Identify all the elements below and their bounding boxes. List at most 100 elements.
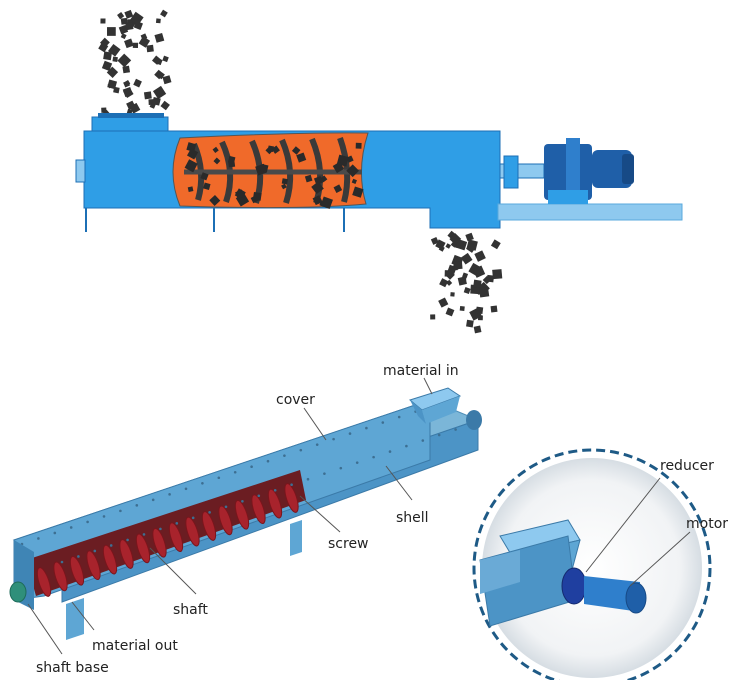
material-particle xyxy=(227,155,236,164)
material-particle xyxy=(281,178,288,185)
bolt xyxy=(315,443,319,446)
label-shell: shell xyxy=(396,510,429,526)
material-particle xyxy=(151,55,162,65)
material-particle xyxy=(490,239,501,250)
bolt xyxy=(266,459,270,463)
material-particle xyxy=(132,42,139,48)
material-particle xyxy=(107,43,121,57)
bolt xyxy=(355,461,359,464)
bolt xyxy=(372,455,375,459)
screw-flight xyxy=(234,499,250,530)
support-leg-3d xyxy=(66,598,84,640)
bolt xyxy=(142,533,146,536)
screw-flight xyxy=(218,505,233,536)
material-particle xyxy=(445,243,452,249)
bolt xyxy=(159,527,162,531)
material-particle xyxy=(155,18,161,24)
material-particle xyxy=(184,159,198,173)
material-particle xyxy=(117,12,125,20)
material-particle xyxy=(462,272,469,279)
material-particle xyxy=(152,96,161,106)
label-material-in: material in xyxy=(383,363,459,379)
bolt xyxy=(109,544,113,547)
inlet-material-particles xyxy=(98,9,172,120)
material-particle xyxy=(100,18,106,24)
material-particle xyxy=(160,100,170,111)
bolt xyxy=(191,516,195,520)
material-particle xyxy=(212,146,219,153)
material-particle xyxy=(445,307,455,317)
bolt xyxy=(233,470,237,474)
bolt xyxy=(224,505,228,509)
bolt xyxy=(168,493,171,496)
label-cover: cover xyxy=(276,392,315,408)
bolt xyxy=(348,432,352,435)
bolt xyxy=(69,526,73,529)
bolt xyxy=(60,560,64,564)
bolt xyxy=(126,538,129,542)
label-screw: screw xyxy=(328,536,369,552)
material-particle xyxy=(430,236,439,245)
material-particle xyxy=(112,56,118,62)
material-particle xyxy=(474,250,486,262)
material-particle xyxy=(101,60,113,71)
detail-motor-end xyxy=(625,582,647,614)
end-cap-left xyxy=(75,159,86,183)
detail-reducer xyxy=(561,567,587,605)
leader-lines xyxy=(27,377,433,655)
material-particle xyxy=(449,233,462,245)
material-particle xyxy=(122,58,127,63)
material-particle xyxy=(252,191,262,201)
screw-flight xyxy=(36,567,52,597)
bolt xyxy=(323,472,326,475)
material-particle xyxy=(446,279,453,286)
material-particle xyxy=(465,232,474,242)
material-particle xyxy=(103,51,113,61)
shaft-base-bearing xyxy=(9,581,27,603)
material-particle xyxy=(203,182,211,190)
bolt xyxy=(86,520,89,524)
leader-motor xyxy=(629,531,691,587)
support-leg-3d xyxy=(290,520,302,556)
material-particle xyxy=(143,91,152,100)
screw-flight xyxy=(284,483,299,513)
bolt xyxy=(102,515,106,518)
material-particle xyxy=(107,27,116,36)
label-reducer: reducer xyxy=(660,458,714,474)
material-particle xyxy=(438,245,445,252)
screw-flight xyxy=(119,539,134,569)
material-particle xyxy=(118,24,129,35)
bolt xyxy=(381,421,385,424)
material-particle xyxy=(124,9,134,19)
material-particle xyxy=(267,145,275,152)
bolt xyxy=(250,465,253,469)
material-particle xyxy=(332,161,345,174)
bolt xyxy=(283,454,286,457)
bolt xyxy=(201,481,204,485)
bolt xyxy=(217,476,221,480)
screw-flight xyxy=(53,561,68,592)
material-particle xyxy=(152,85,167,100)
screw-flight xyxy=(86,550,101,581)
detail-trough-top xyxy=(480,550,520,594)
material-particle xyxy=(355,142,362,149)
material-particle xyxy=(465,242,477,253)
bolt xyxy=(339,466,343,470)
screw-flight xyxy=(185,516,200,547)
material-particle xyxy=(430,314,436,320)
material-particle xyxy=(213,157,221,165)
material-particle xyxy=(187,148,199,160)
drive-support xyxy=(548,190,588,204)
material-particle xyxy=(156,71,165,80)
bolt xyxy=(454,428,457,431)
material-particle xyxy=(450,292,455,297)
material-particle xyxy=(463,287,471,294)
material-particle xyxy=(260,164,269,173)
material-particle xyxy=(133,78,142,88)
material-particle xyxy=(472,265,486,278)
label-shaft-base: shaft base xyxy=(36,660,109,676)
screw-flight xyxy=(201,511,217,541)
material-particle xyxy=(482,275,492,285)
material-particle xyxy=(351,178,357,184)
